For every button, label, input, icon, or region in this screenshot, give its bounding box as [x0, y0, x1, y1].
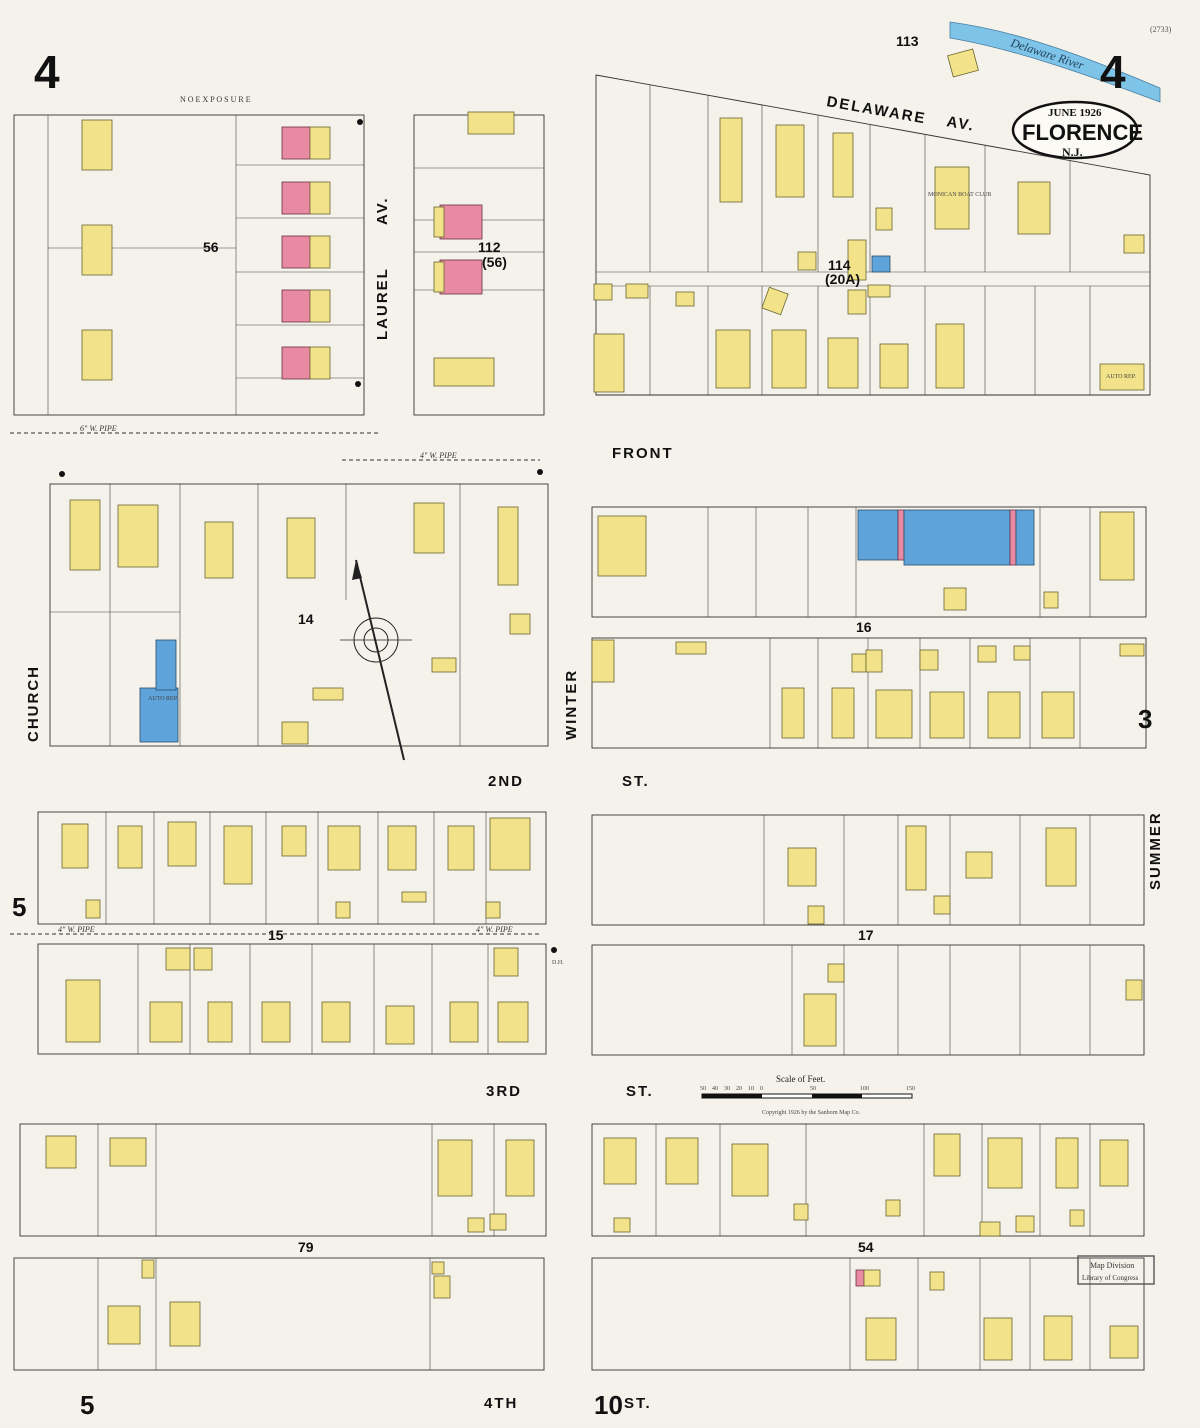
scale-label: Scale of Feet.	[776, 1074, 825, 1084]
laurel-av-label: LAUREL	[374, 267, 391, 340]
title-badge: JUNE 1926 FLORENCE N.J.	[1011, 100, 1143, 160]
block-79-label: 79	[298, 1239, 314, 1255]
auto-rep-label-block14: AUTO REP.	[148, 696, 178, 702]
scale-tick-2: 30	[724, 1086, 730, 1092]
scale-tick-4: 10	[748, 1086, 754, 1092]
copyright-label: Copyright 1926 by the Sanborn Map Co.	[762, 1110, 861, 1116]
church-street-label: CHURCH	[25, 665, 42, 742]
block-56-label: 56	[203, 239, 219, 255]
pipe-4-label-mid-right: 4" W. PIPE	[476, 925, 513, 934]
second-st-label: 2ND	[488, 773, 524, 790]
third-st-label: 3RD	[486, 1083, 522, 1100]
third-st-suffix: ST.	[626, 1083, 654, 1100]
block-15-area	[37, 811, 547, 1055]
scale-tick-6: 50	[810, 1086, 816, 1092]
block-16-label: 16	[856, 619, 872, 635]
sheet-ref-right: 3	[1138, 704, 1152, 734]
badge-state: N.J.	[1062, 145, 1083, 159]
stamp-top: Map Division	[1090, 1261, 1134, 1270]
block-113-label: 113	[896, 33, 919, 49]
scale-bar: 50 40 30 20 10 0 50 100 150	[700, 1086, 915, 1099]
scale-tick-8: 150	[906, 1086, 915, 1092]
sheet-ref-bottom-mid: 10	[594, 1390, 623, 1420]
delaware-av-label: DELAWARE	[825, 93, 927, 127]
block-56-alt-label: (56)	[482, 254, 507, 270]
scale-tick-7: 100	[860, 1086, 869, 1092]
scale-tick-1: 40	[712, 1086, 718, 1092]
sheet-ref-bottom-left: 5	[80, 1390, 94, 1420]
pipe-6-label: 6" W. PIPE	[80, 424, 117, 433]
block-17-area	[591, 814, 1145, 1056]
second-st-suffix: ST.	[622, 773, 650, 790]
delaware-block	[593, 48, 1151, 396]
scale-tick-3: 20	[736, 1086, 742, 1092]
block-20a-label: (20A)	[825, 271, 860, 287]
catalog-number: (2733)	[1150, 25, 1172, 34]
block-112-label: 112	[478, 239, 501, 255]
block-14-area	[49, 483, 549, 747]
sheet-number-right: 4	[1100, 46, 1126, 98]
badge-town: FLORENCE	[1022, 120, 1143, 145]
laurel-av-suffix: AV.	[374, 196, 391, 225]
block-14-label: 14	[298, 611, 314, 627]
compass-rose	[340, 559, 412, 761]
hydrant-markers	[59, 119, 557, 953]
dh-label: D.H.	[552, 960, 564, 966]
delaware-river	[949, 21, 1161, 103]
block-112-area	[413, 111, 545, 416]
stamp-bottom: Library of Congress	[1082, 1274, 1139, 1282]
block-54-area	[591, 1123, 1145, 1371]
auto-rep-label-top: AUTO REP.	[1106, 374, 1136, 380]
summer-street-label: SUMMER	[1147, 811, 1164, 890]
delaware-av-suffix: AV.	[945, 113, 976, 135]
block-16-area	[591, 506, 1147, 749]
block-114-label: 114	[828, 257, 851, 273]
block-56-area	[13, 114, 365, 416]
scale-tick-0: 50	[700, 1086, 706, 1092]
block-54-label: 54	[858, 1239, 874, 1255]
block-79-area	[13, 1123, 547, 1371]
library-stamp: Map Division Library of Congress	[1077, 1255, 1155, 1285]
fourth-st-label: 4TH	[484, 1395, 518, 1412]
winter-street-label: WINTER	[563, 669, 580, 740]
no-exposure-label: N O E X P O S U R E	[180, 95, 251, 104]
pipe-4-label-top: 4" W. PIPE	[420, 451, 457, 460]
monican-label: MONICAN BOAT CLUB	[928, 192, 991, 198]
sheet-ref-left: 5	[12, 892, 26, 922]
sheet-number-left: 4	[34, 46, 60, 98]
scale-tick-5: 0	[760, 1086, 763, 1092]
block-17-label: 17	[858, 927, 874, 943]
fourth-st-suffix: ST.	[624, 1395, 652, 1412]
block-15-label: 15	[268, 927, 284, 943]
badge-date: JUNE 1926	[1048, 107, 1102, 119]
front-street-label: FRONT	[612, 445, 674, 462]
pipe-4-label-mid-left: 4" W. PIPE	[58, 925, 95, 934]
